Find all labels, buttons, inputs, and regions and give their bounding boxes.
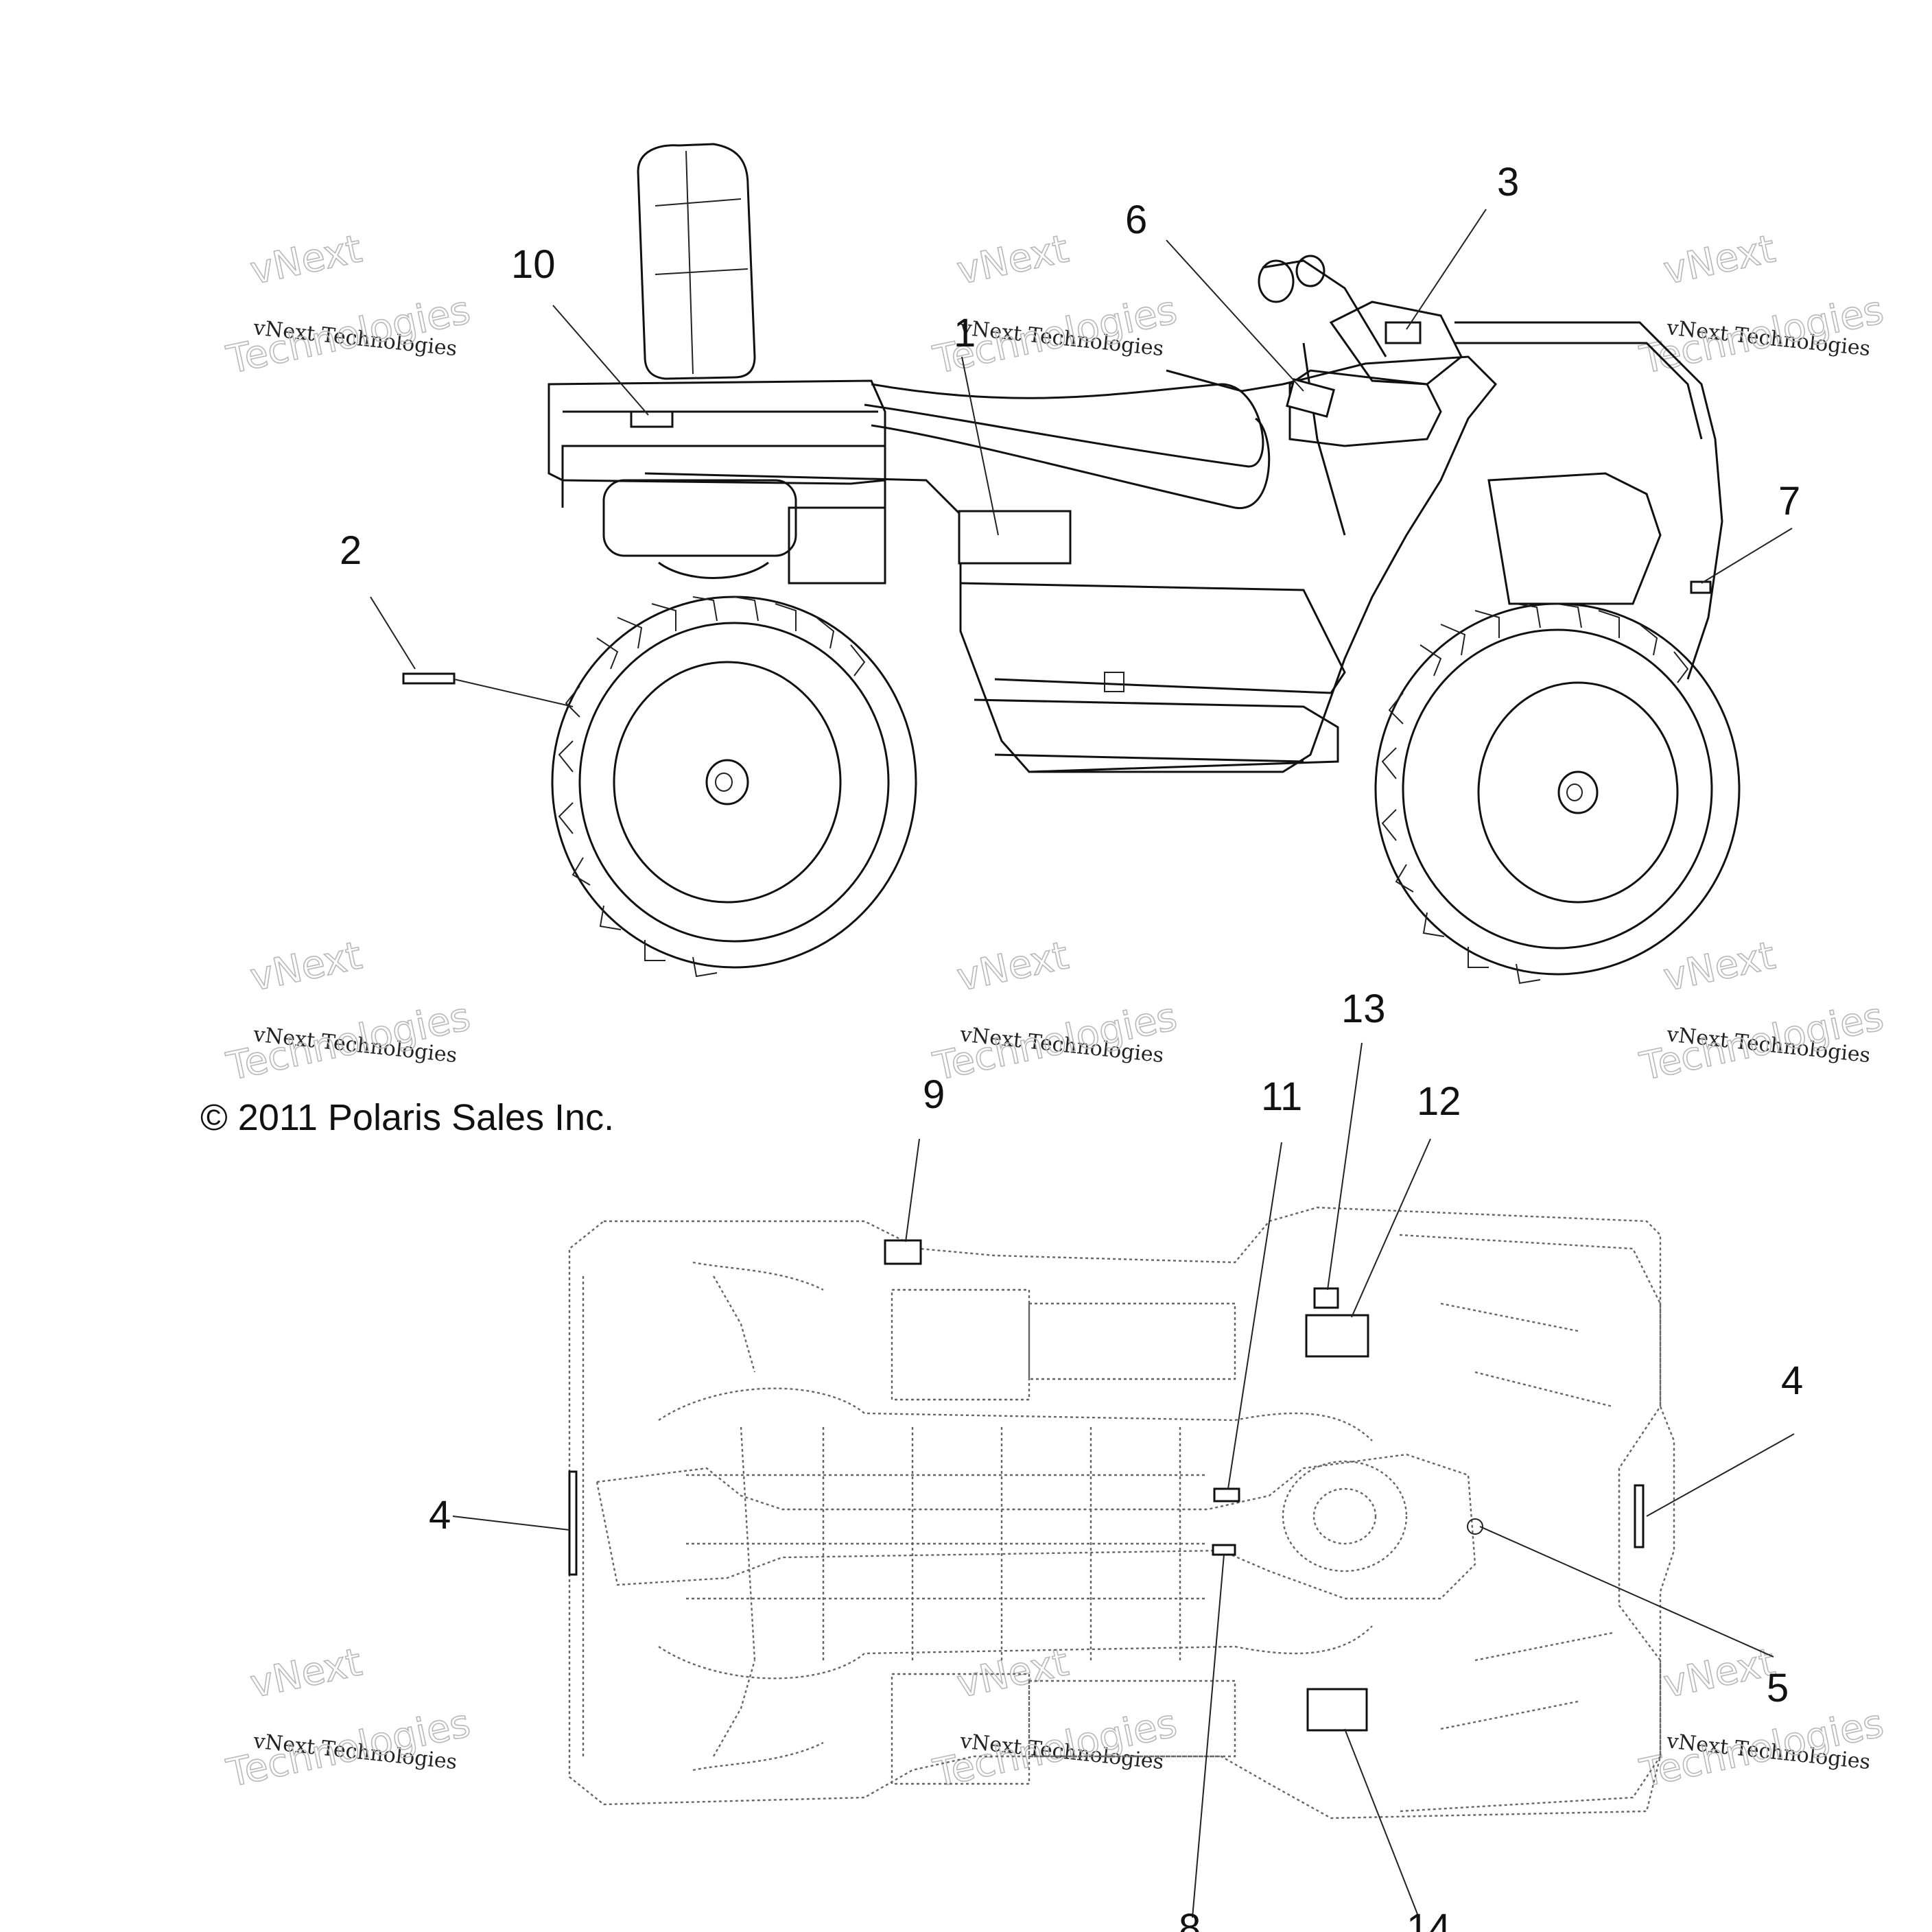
watermark-word: Technologies [1636,994,1887,1089]
callout-8: 8 [1179,1906,1201,1932]
callout-5: 5 [1767,1666,1789,1710]
watermark-word: Technologies [223,994,474,1089]
watermark-grid: vNext vNext Technologies Technologies vN… [222,226,1888,1797]
watermark-word: Technologies [223,1701,474,1796]
decal-13 [1313,1287,1339,1309]
watermark-brand: vNext [953,933,1072,1000]
passenger-backrest [637,143,756,380]
watermark: vNext vNext Technologies Technologies [1636,933,1888,1090]
watermark-word: Technologies [1636,287,1887,383]
decal-6 [1286,378,1335,418]
copyright-notice: © 2011 Polaris Sales Inc. [200,1097,615,1138]
decal-2 [402,672,456,685]
handlebar [1258,255,1387,536]
watermark-brand: vNext [1660,226,1779,294]
watermark: vNext vNext Technologies Technologies [222,933,475,1090]
rear-components [602,472,1662,605]
watermark: vNext vNext Technologies Technologies [929,933,1181,1090]
decal-3 [1385,321,1422,344]
callout-13: 13 [1341,987,1386,1031]
watermark: vNext vNext Technologies Technologies [929,1640,1181,1797]
decal-7 [1690,580,1712,594]
watermark-brand: vNext [246,1640,366,1707]
callout-4-left: 4 [429,1493,451,1538]
decal-14 [1306,1688,1368,1732]
callout-3: 3 [1497,160,1519,204]
callout-9: 9 [923,1072,945,1117]
decal-8 [1212,1544,1236,1556]
decal-10 [630,410,674,428]
callout-11: 11 [1261,1074,1302,1119]
callout-1: 1 [954,311,976,355]
watermark-brand: vNext [246,933,366,1000]
callout-10: 10 [511,242,556,287]
watermark: vNext vNext Technologies Technologies [1636,226,1888,384]
watermark-word: Technologies [930,1701,1181,1796]
watermark-word: Technologies [1636,1701,1887,1796]
callout-6: 6 [1125,198,1147,242]
callout-2: 2 [340,528,362,573]
watermark-brand: vNext [953,226,1072,294]
callout-numbers: 1 2 3 4 4 5 6 7 8 9 10 11 12 13 14 [340,160,1803,1932]
watermark-word: Technologies [223,287,474,383]
decal-4-right [1634,1484,1645,1548]
watermark: vNext vNext Technologies Technologies [1636,1640,1888,1797]
decal-4-left [568,1470,578,1576]
decal-9 [884,1239,922,1265]
atv-top-view [568,1206,1675,1819]
callout-14: 14 [1406,1906,1451,1932]
watermark-brand: vNext [246,226,366,294]
leader-lines [370,209,1795,1918]
watermark-brand: vNext [1660,1640,1779,1707]
front-wheel [1374,602,1741,976]
decal-11 [1213,1487,1240,1503]
tire-tread [558,596,1689,985]
watermark-brand: vNext [1660,933,1779,1000]
decal-1 [958,510,1072,565]
callout-7: 7 [1778,479,1800,523]
watermark: vNext vNext Technologies Technologies [222,1640,475,1797]
atv-body [547,301,1723,773]
rear-wheel [551,596,917,969]
watermark: vNext vNext Technologies Technologies [222,226,475,384]
atv-side-view [402,143,1741,985]
callout-4-right: 4 [1781,1358,1803,1403]
watermark-word: Technologies [930,994,1181,1089]
watermark: vNext vNext Technologies Technologies [929,226,1181,384]
decal-12 [1305,1314,1369,1358]
callout-12: 12 [1417,1079,1461,1124]
